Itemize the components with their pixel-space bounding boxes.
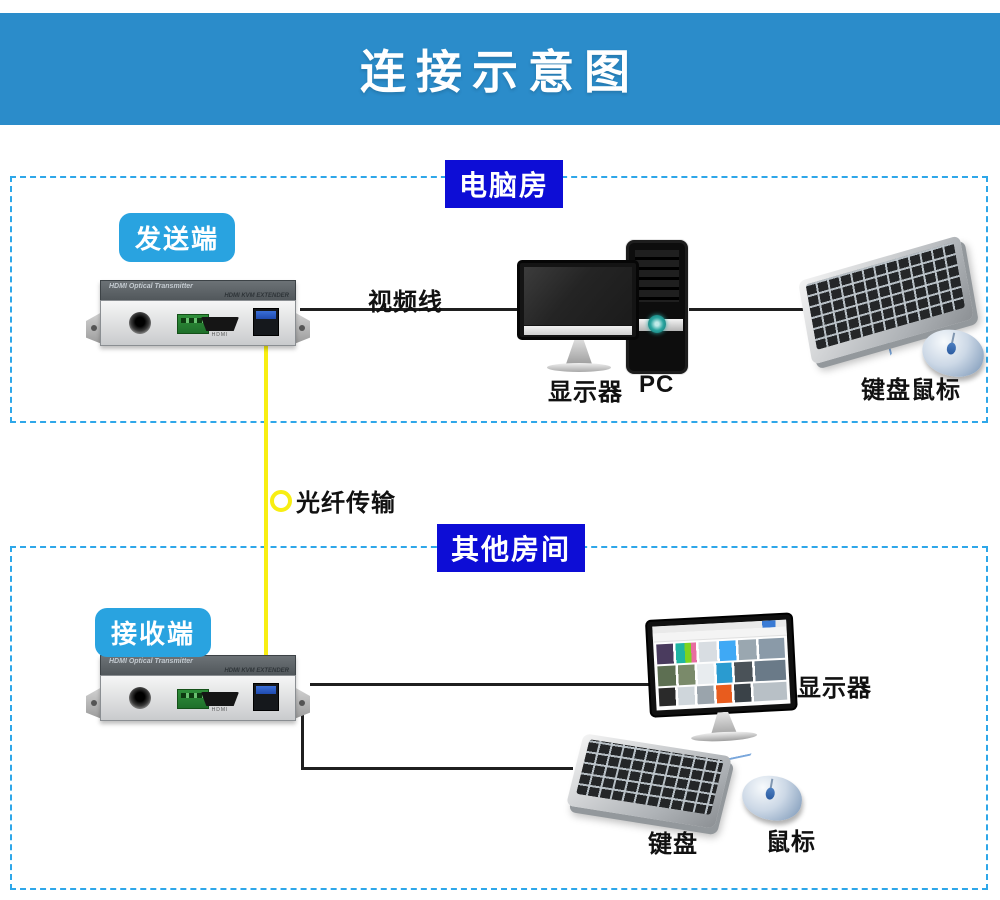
page-title: 连接示意图 — [360, 46, 640, 98]
mount-ear-icon — [86, 687, 102, 719]
hdmi-port-label: HDMI — [211, 707, 229, 713]
monitor-top — [517, 260, 639, 372]
sender-tag: 发送端 — [119, 213, 236, 262]
thumbnail-row — [658, 681, 788, 707]
usb-cable-line — [682, 308, 806, 311]
hdmi-port-icon — [201, 692, 239, 706]
device-top-panel: HDMI Optical Transmitter HDMI KVM EXTEND… — [100, 280, 296, 301]
monitor-bottom — [644, 612, 801, 743]
video-cable-label: 视频线 — [368, 289, 443, 316]
fiber-port-icon — [253, 308, 279, 336]
mouse-label: 鼠标 — [766, 829, 816, 856]
hdmi-port-icon — [201, 317, 239, 331]
video-cable-line — [300, 308, 518, 311]
monitor-bottom-label: 显示器 — [797, 675, 872, 702]
device-body: HDMI Optical Transmitter HDMI KVM EXTEND… — [100, 280, 296, 346]
fiber-cable-line — [264, 336, 268, 702]
receiver-tag: 接收端 — [95, 608, 212, 657]
monitor-stand — [566, 340, 592, 364]
transmitter-device: HDMI Optical Transmitter HDMI KVM EXTEND… — [86, 280, 310, 350]
monitor-chin — [524, 326, 632, 335]
fiber-ring-icon — [270, 490, 292, 512]
hdmi-cable-line — [310, 683, 652, 686]
dc-power-port-icon — [129, 312, 151, 334]
monitor-screen — [652, 619, 791, 711]
monitor-bezel — [644, 612, 798, 718]
keyboard-label: 键盘 — [648, 831, 698, 858]
mount-ear-icon — [86, 312, 102, 344]
device-model-text: HDMI KVM EXTENDER — [224, 668, 289, 674]
device-front-panel: HDMI — [100, 675, 296, 721]
usb-cable-line-horizontal — [301, 767, 573, 770]
device-model-text: HDMI KVM EXTENDER — [224, 293, 289, 299]
monitor-bezel — [517, 260, 639, 340]
dc-power-port-icon — [129, 687, 151, 709]
header-banner: 连接示意图 — [0, 13, 1000, 125]
hdmi-port-label: HDMI — [211, 332, 229, 338]
monitor-base — [547, 363, 611, 372]
device-body: HDMI Optical Transmitter HDMI KVM EXTEND… — [100, 655, 296, 721]
device-front-panel: HDMI — [100, 300, 296, 346]
device-brand-text: HDMI Optical Transmitter — [109, 658, 193, 665]
keyboard-mouse-label: 键盘鼠标 — [861, 377, 961, 404]
monitor-screen — [524, 267, 632, 325]
mount-ear-icon — [294, 312, 310, 344]
receiver-device: HDMI Optical Transmitter HDMI KVM EXTEND… — [86, 655, 310, 725]
device-top-panel: HDMI Optical Transmitter HDMI KVM EXTEND… — [100, 655, 296, 676]
room-label-computer: 电脑房 — [445, 160, 564, 208]
power-button-icon — [648, 315, 666, 333]
pc-label: PC — [639, 371, 675, 398]
device-brand-text: HDMI Optical Transmitter — [109, 283, 193, 290]
usb-cable-line-vertical — [301, 714, 304, 770]
room-label-other: 其他房间 — [437, 524, 586, 572]
fiber-port-icon — [253, 683, 279, 711]
fiber-label: 光纤传输 — [296, 490, 396, 517]
mount-ear-icon — [294, 687, 310, 719]
monitor-top-label: 显示器 — [548, 379, 623, 406]
drive-bays-icon — [635, 250, 679, 302]
